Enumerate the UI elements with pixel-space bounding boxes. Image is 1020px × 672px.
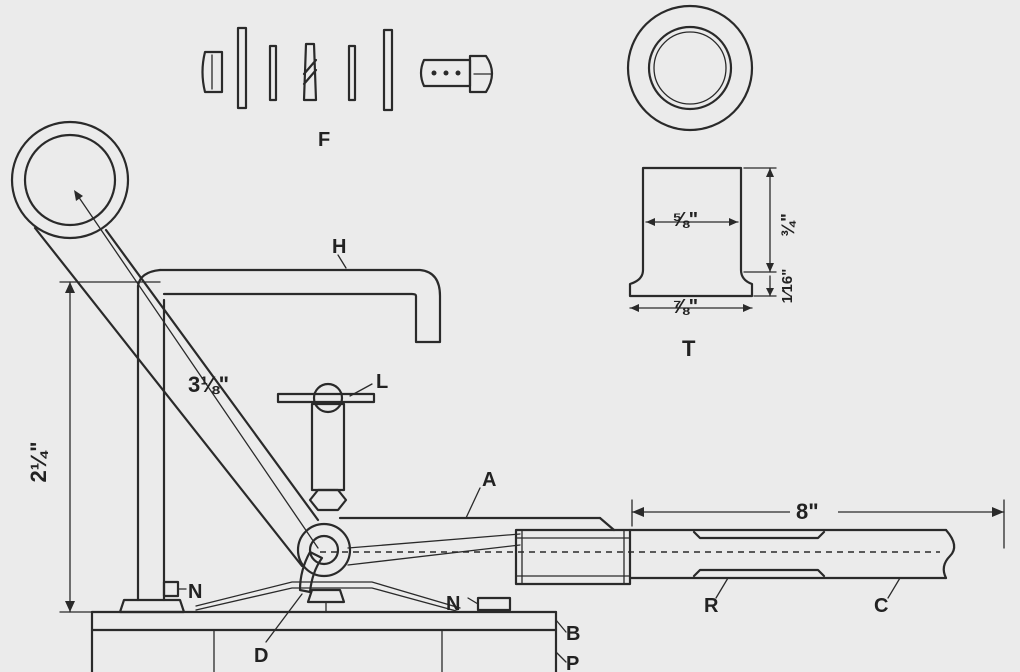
label-l: L bbox=[376, 371, 388, 393]
label-r: R bbox=[704, 595, 719, 617]
label-h: H bbox=[332, 236, 346, 258]
detail-f-parts bbox=[201, 26, 494, 112]
height-dimension bbox=[59, 281, 161, 613]
handle-lever bbox=[10, 120, 320, 568]
label-c: C bbox=[874, 595, 888, 617]
part-f-washer-4 bbox=[382, 28, 394, 112]
label-f: F bbox=[318, 129, 330, 151]
dim-ferrule-height: ¾" bbox=[778, 213, 798, 237]
part-f-washer-3 bbox=[347, 44, 357, 102]
pawl-d bbox=[298, 550, 324, 594]
label-t: T bbox=[682, 336, 696, 361]
base-block bbox=[90, 610, 558, 672]
label-d: D bbox=[254, 645, 268, 667]
label-a: A bbox=[482, 469, 496, 491]
body-a bbox=[296, 516, 616, 578]
part-f-washer-2 bbox=[268, 44, 278, 102]
label-p: P bbox=[566, 653, 579, 672]
label-b: B bbox=[566, 623, 580, 645]
arm-h bbox=[158, 268, 442, 344]
dim-shaft-length: 8" bbox=[796, 499, 819, 524]
part-f-cap bbox=[201, 50, 224, 94]
detail-t-ferrule-top bbox=[626, 4, 754, 132]
dim-ferrule-inner: ⅝" bbox=[672, 209, 698, 231]
label-n-right: N bbox=[446, 593, 460, 615]
support-post bbox=[118, 268, 186, 614]
rod-c bbox=[320, 528, 956, 580]
part-f-screw-shank bbox=[419, 58, 472, 88]
dim-ferrule-base: ⅞" bbox=[672, 296, 698, 318]
coupling-sleeve bbox=[514, 528, 632, 586]
detail-t-ferrule-side bbox=[628, 166, 777, 312]
wheel-post-l bbox=[276, 382, 376, 512]
label-n-left: N bbox=[188, 581, 202, 603]
dim-ferrule-flange: 1⁄16" bbox=[779, 269, 796, 304]
flat-springs bbox=[195, 581, 461, 613]
screw-n-left bbox=[162, 580, 187, 598]
part-f-washer-1 bbox=[236, 26, 248, 110]
screw-n-right bbox=[467, 596, 512, 612]
dim-height: 2¼" bbox=[26, 441, 51, 482]
part-f-screw-head bbox=[468, 54, 494, 94]
dim-handle-length: 3⅛" bbox=[188, 372, 229, 397]
part-f-spring bbox=[302, 42, 318, 102]
